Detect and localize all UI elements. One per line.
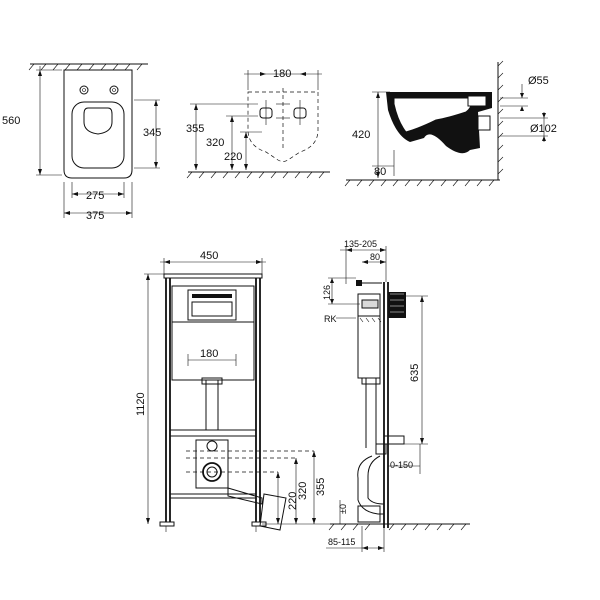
top-view-seat-depth-label: 345 <box>143 127 161 139</box>
side-cistern-height-label: 635 <box>409 364 421 382</box>
top-view-inner-width-label: 275 <box>86 190 104 202</box>
frame-side-view: 135-205 80 126 RK <box>322 239 470 552</box>
side-view-depth-label: 80 <box>374 166 386 178</box>
rear-view-outlet-height-label: 220 <box>224 151 242 163</box>
rear-view-bolt-height-label: 320 <box>206 137 224 149</box>
side-offset-range-label: 0-150 <box>390 460 413 470</box>
top-view: 560 345 275 375 <box>2 63 161 222</box>
frame-bolt-spacing-label: 180 <box>200 348 218 360</box>
side-wall-range-label: 135-205 <box>344 239 377 249</box>
frame-inlet-height-label: 355 <box>315 478 327 496</box>
frame-front-view: 450 1120 180 <box>135 250 330 532</box>
frame-height-label: 1120 <box>135 392 147 416</box>
side-depth-label: 80 <box>370 252 380 262</box>
rear-view-spacing-label: 180 <box>273 68 291 80</box>
side-view: 420 80 Ø55 Ø102 <box>344 60 557 187</box>
side-view-height-label: 420 <box>352 129 370 141</box>
side-floor-level-label: ±0 <box>338 504 348 514</box>
side-view-outlet-diameter-label: Ø102 <box>530 123 557 135</box>
top-view-length-label: 560 <box>2 115 20 127</box>
side-view-inlet-diameter-label: Ø55 <box>528 75 549 87</box>
rear-view-inlet-height-label: 355 <box>186 123 204 135</box>
rear-view: 180 355 320 220 <box>186 68 330 179</box>
side-rk-label: RK <box>324 314 337 324</box>
frame-width-label: 450 <box>200 250 218 262</box>
side-button-height-label: 126 <box>322 285 332 300</box>
top-view-total-width-label: 375 <box>86 210 104 222</box>
side-base-range-label: 85-115 <box>328 537 355 547</box>
frame-bolt-height-label: 320 <box>297 482 309 500</box>
